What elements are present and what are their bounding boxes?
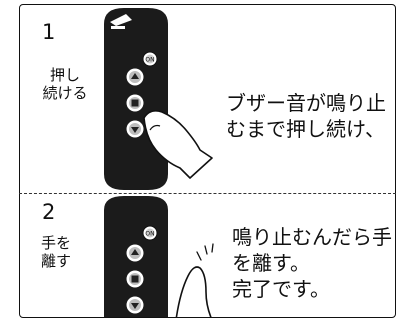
remote-control-icon: ON — [104, 196, 168, 317]
step-1-number: 1 — [42, 20, 56, 44]
motion-lines-icon — [196, 243, 214, 261]
step-2-action-label: 手を 離す — [40, 234, 71, 270]
step-2-number: 2 — [42, 200, 56, 224]
on-button-label: ON — [145, 57, 154, 64]
svg-text:ON: ON — [145, 231, 154, 238]
instruction-frame — [19, 4, 396, 318]
step-1-description: ブザー音が鳴り止 むまで押し続け、 — [226, 91, 386, 141]
step-divider — [19, 193, 396, 194]
released-hand-icon — [175, 266, 212, 317]
step-2-description: 鳴り止むんだら手 を離す。 完了です。 — [232, 225, 392, 301]
step-1-action-label: 押し 続ける — [42, 66, 88, 102]
remote-control-icon: ON — [104, 8, 168, 190]
pressing-hand-icon — [143, 110, 213, 179]
